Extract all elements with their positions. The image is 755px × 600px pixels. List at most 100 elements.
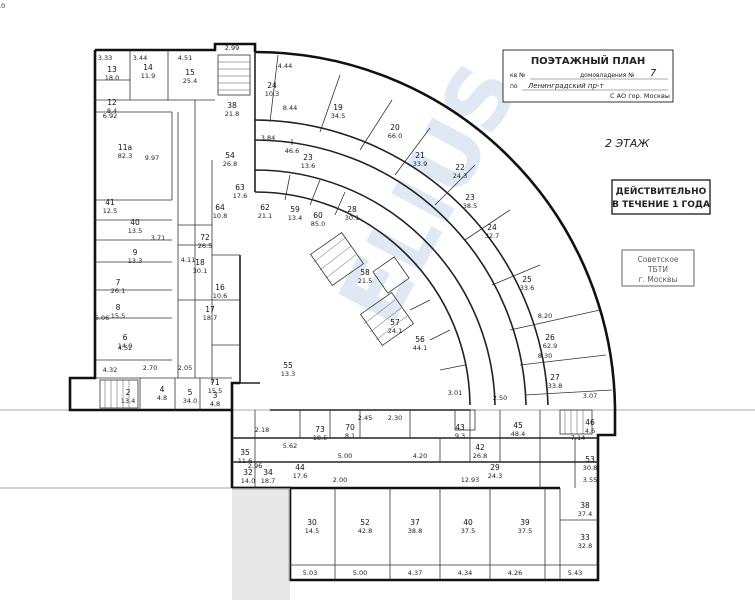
room-area: 11.9 [141,72,155,80]
room-area: 30.1 [345,214,359,222]
room-area: 4.8 [157,394,167,402]
room-number: I [291,138,293,147]
room-number: 60 [313,211,323,220]
room-area: 48.4 [511,430,525,438]
room-area: 13.3 [281,370,295,378]
room-number: 23 [303,153,313,162]
dimension-label: 2.96 [248,462,262,470]
dimension-label: 8.20 [538,312,552,320]
room-area: 13.5 [128,227,142,235]
room-number: 40 [463,518,473,527]
core-stairs [309,231,415,347]
room-area: 38.8 [408,527,422,535]
room-number: 41 [105,198,115,207]
room-area: 33.6 [520,284,534,292]
room-number: 8 [116,303,121,312]
room-number: 53 [585,455,595,464]
room-area: 38.5 [463,202,477,210]
room-number: 55 [283,361,293,370]
room-number: 59 [290,205,300,214]
room-number: 16 [215,283,225,292]
room-area: 34.0 [183,397,197,405]
room-number: 34 [263,468,273,477]
room-number: 62 [260,203,270,212]
room-number: 29 [490,463,500,472]
dimension-label: 3.07 [583,392,597,400]
room-number: 6 [123,333,128,342]
room-area: 33.8 [548,382,562,390]
dimension-label: 8.30 [538,352,552,360]
room-number: 26 [545,333,555,342]
room-area: 34.5 [331,112,345,120]
room-number: 64 [215,203,225,212]
room-area: 8.4 [107,107,117,115]
dimension-label: 2.30 [388,414,402,422]
room-number: 13 [107,65,117,74]
room-number: 35 [240,448,250,457]
room-number: 63 [235,183,245,192]
room-number: 9 [133,248,138,257]
room-number: 12 [107,98,117,107]
room-area: 18.5 [313,434,327,442]
room-number: 15 [185,68,195,77]
left-wing-partitions [95,50,251,410]
dimension-label: 3.71 [151,234,165,242]
title-block: ПОЭТАЖНЫЙ ПЛАН кв № домовладения № 7 по … [502,49,674,103]
room-area: 25.4 [183,77,197,85]
room-area: 12.5 [103,207,117,215]
room-number: 56 [415,335,425,344]
room-area: 10.8 [213,212,227,220]
shaded-area [232,488,290,600]
room-number: 72 [200,233,210,242]
room-number: 7 [116,278,121,287]
room-area: 32.8 [578,542,592,550]
room-area: 24.1 [388,327,402,335]
bti-stamp-line2: ТБТИ [647,265,668,274]
room-area: 14.0 [241,477,255,485]
room-area: 37.5 [461,527,475,535]
room-number: 58 [360,268,370,277]
room-area: 9.3 [455,432,465,440]
room-area: 46.6 [285,147,299,155]
room-number: 33 [580,533,590,542]
dimension-label: 4.37 [408,569,422,577]
room-number: 18 [195,258,205,267]
dimension-label: 2.45 [358,414,372,422]
room-area: 13.4 [288,214,302,222]
room-area: 26.5 [198,242,212,250]
dimension-label: 4.52 [118,344,132,352]
room-number: 19 [333,103,343,112]
room-area: 21.1 [258,212,272,220]
room-area: 37.5 [518,527,532,535]
title-block-district: С АО гор. Москвы [610,92,670,100]
room-area: 8.1 [345,432,355,440]
room-area: 13.3 [128,257,142,265]
room-number: 44 [295,463,305,472]
room-number: 24 [267,81,277,90]
room-number: 27 [550,373,560,382]
floor-label: 2 ЭТАЖ [605,137,650,150]
room-number: 37 [410,518,420,527]
room-number: 11а [118,143,132,152]
room-area: 85.0 [311,220,325,228]
room-area: 8.0 [0,2,5,10]
room-area: 21.5 [358,277,372,285]
room-area: 18.7 [203,314,217,322]
room-number: 43 [455,423,465,432]
room-area: 66.0 [388,132,402,140]
bti-stamp: Советское ТБТИ г. Москвы [621,249,695,287]
dimension-label: 2.70 [143,364,157,372]
bottom-wing-partitions [232,409,598,580]
dimension-label: 3.33 [98,54,112,62]
title-block-apartment-label: кв № [510,72,525,79]
dimension-label: 4.26 [508,569,522,577]
dimension-label: 4.44 [278,62,292,70]
room-number: 28 [347,205,357,214]
room-area: 42.8 [358,527,372,535]
dimension-label: 5.00 [338,452,352,460]
room-area: 30.1 [193,267,207,275]
room-number: 4 [160,385,165,394]
